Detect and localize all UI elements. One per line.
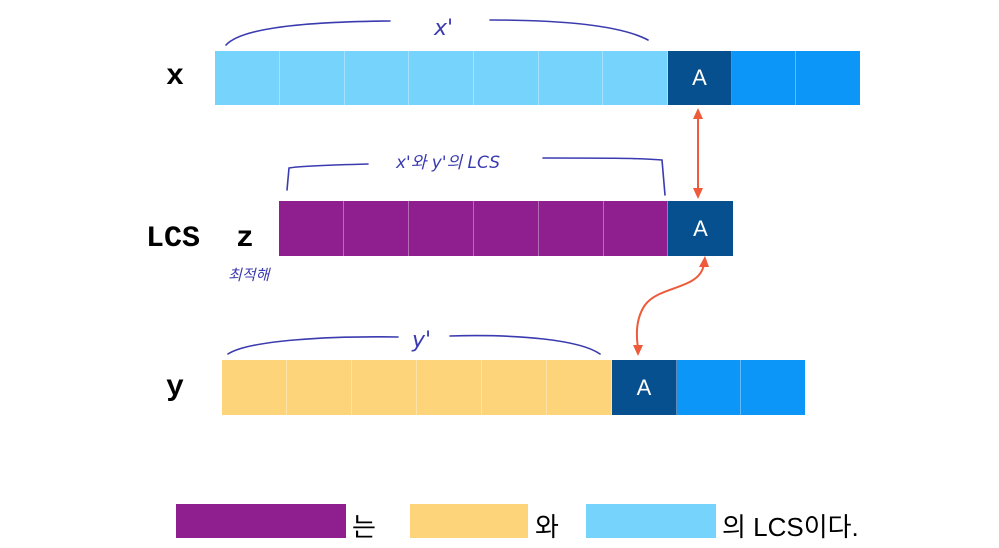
x-cell [409,51,474,105]
y-cell [547,360,612,415]
legend-text-lcs: 의 LCS이다. [722,512,859,542]
legend-swatch-purple [176,504,346,538]
x-cell [732,51,796,105]
sequence-lcs-z: A [279,201,733,256]
x-cell [215,51,280,105]
y-prime-annotation: y' [412,328,432,353]
x-prime-brace [225,19,649,46]
y-cell [741,360,805,415]
optimal-solution-annotation: 최적해 [228,266,270,284]
z-cell [409,201,474,256]
row-label-x: x [166,60,185,94]
x-cell [539,51,603,105]
row-label-lcs-z: LCS z [146,222,255,256]
legend-text-and: 와 [535,512,559,542]
y-cell [417,360,482,415]
y-cell [352,360,417,415]
legend-text-is: 는 [352,512,376,542]
x-cell [345,51,409,105]
match-arrow-z-y [633,256,709,356]
z-cell [539,201,604,256]
row-label-y: y [166,371,185,405]
sequence-y: A [222,360,805,415]
match-arrow-x-z [693,108,703,199]
sequence-x: A [215,51,860,105]
z-cell-last-char: A [668,201,733,256]
y-prime-brace [227,334,601,355]
x-cell [474,51,539,105]
x-cell [796,51,860,105]
y-cell [482,360,547,415]
z-cell [344,201,409,256]
legend-swatch-light-blue [586,504,716,538]
y-cell-last-char: A [612,360,677,415]
lcs-of-prefixes-annotation: x'와 y'의 LCS [396,153,501,173]
z-cell [604,201,668,256]
legend-swatch-yellow [410,504,528,538]
lcs-prefix-bracket [286,157,666,196]
x-prime-annotation: x' [434,16,454,41]
x-cell-last-char: A [668,51,732,105]
z-cell [474,201,539,256]
z-cell [279,201,344,256]
x-cell [603,51,668,105]
y-cell [677,360,741,415]
y-cell [222,360,287,415]
x-cell [280,51,345,105]
y-cell [287,360,352,415]
